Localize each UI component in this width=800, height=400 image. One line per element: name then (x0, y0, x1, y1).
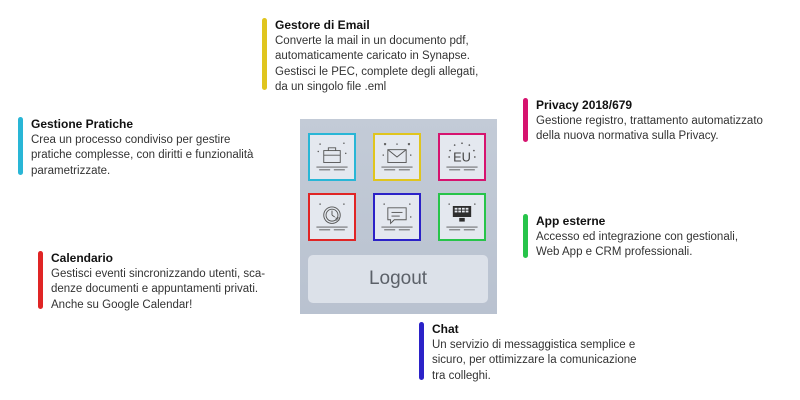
callout-app-esterne-bar (523, 214, 528, 258)
callout-email-title: Gestore di Email (275, 18, 370, 32)
callout-email: Gestore di Email Converte la mail in un … (262, 18, 478, 96)
keyboard-monitor-icon (446, 203, 478, 231)
callout-privacy-title: Privacy 2018/679 (536, 98, 633, 112)
callout-calendario-description: Gestisci eventi sincronizzando utenti, s… (51, 267, 266, 311)
callout-email-bar (262, 18, 267, 90)
privacy-eu-label: EU (453, 150, 471, 165)
callout-app-esterne-title: App esterne (536, 214, 606, 228)
tile-chat[interactable] (373, 193, 421, 241)
callout-chat: Chat Un servizio di messaggistica sempli… (419, 322, 637, 384)
callout-pratiche-description: Crea un processo condiviso per gestire p… (31, 133, 254, 177)
callout-privacy: Privacy 2018/679 Gestione registro, trat… (523, 98, 763, 145)
briefcase-icon (316, 142, 348, 171)
eu-stars-icon: EU (446, 142, 478, 171)
calendar-day-label: 16 (335, 217, 341, 222)
callout-app-esterne: App esterne Accesso ed integrazione con … (523, 214, 738, 261)
callout-pratiche-title: Gestione Pratiche (31, 117, 134, 131)
app-launcher-panel: EU 16 (300, 119, 497, 314)
tile-app-esterne[interactable] (438, 193, 486, 241)
callout-calendario-bar (38, 251, 43, 309)
calendar-clock-icon: 16 (316, 203, 348, 231)
tile-privacy[interactable]: EU (438, 133, 486, 181)
chat-bubble-icon (381, 203, 413, 231)
callout-chat-bar (419, 322, 424, 380)
tile-calendario[interactable]: 16 (308, 193, 356, 241)
logout-button[interactable]: Logout (308, 255, 488, 303)
callout-privacy-bar (523, 98, 528, 142)
callout-chat-title: Chat (432, 322, 459, 336)
envelope-icon (381, 142, 413, 171)
callout-email-description: Converte la mail in un documento pdf, au… (275, 34, 479, 94)
callout-pratiche: Gestione Pratiche Crea un processo condi… (18, 117, 253, 179)
tile-gestore-email[interactable] (373, 133, 421, 181)
callout-calendario: Calendario Gestisci eventi sincronizzand… (38, 251, 265, 313)
callout-app-esterne-description: Accesso ed integrazione con gestionali, … (536, 230, 739, 259)
callout-privacy-description: Gestione registro, trattamento automatiz… (536, 114, 763, 143)
tile-gestione-pratiche[interactable] (308, 133, 356, 181)
callout-pratiche-bar (18, 117, 23, 175)
callout-calendario-title: Calendario (51, 251, 114, 265)
callout-chat-description: Un servizio di messaggistica semplice e … (432, 338, 637, 382)
